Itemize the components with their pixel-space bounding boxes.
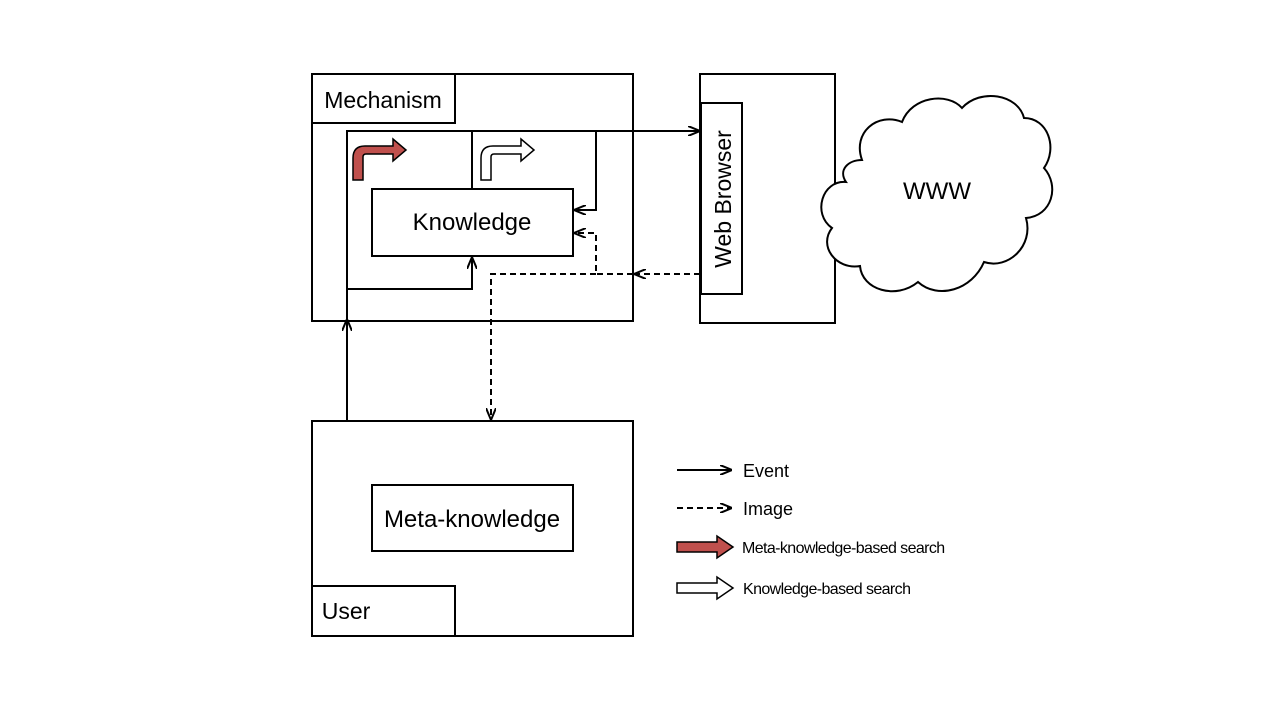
image-arrow-to-user (491, 273, 596, 419)
meta-knowledge-box: Meta-knowledge (371, 484, 574, 552)
legend: Event Image Meta-knowledge-based search … (676, 461, 945, 601)
browser-box: Web Browser (699, 73, 836, 324)
meta-search-turn-arrow (352, 137, 408, 181)
legend-knowledge-search-arrow (676, 575, 735, 601)
legend-image-label: Image (743, 499, 793, 519)
www-label: WWW (903, 178, 971, 205)
event-arrow-feedback-to-knowledge (575, 131, 597, 210)
meta-knowledge-label: Meta-knowledge (384, 506, 560, 533)
web-browser-bar (700, 102, 743, 295)
legend-knowledge-search-label: Knowledge-based search (743, 581, 910, 598)
mechanism-label-box (311, 73, 456, 124)
www-cloud: WWW (820, 94, 1054, 293)
knowledge-label: Knowledge (413, 209, 532, 236)
event-arrow-to-browser (346, 131, 699, 289)
mechanism-label: Mechanism (324, 87, 442, 113)
legend-meta-search-arrow (676, 534, 735, 560)
user-label-box (311, 585, 456, 637)
knowledge-box: Knowledge (371, 188, 574, 257)
event-arrow-to-knowledge (346, 258, 472, 321)
web-browser-label: Web Browser (710, 130, 736, 268)
user-label: User (322, 598, 371, 624)
legend-event-label: Event (743, 461, 789, 481)
knowledge-search-turn-arrow (480, 137, 536, 181)
legend-meta-search-label: Meta-knowledge-based search (742, 540, 945, 557)
